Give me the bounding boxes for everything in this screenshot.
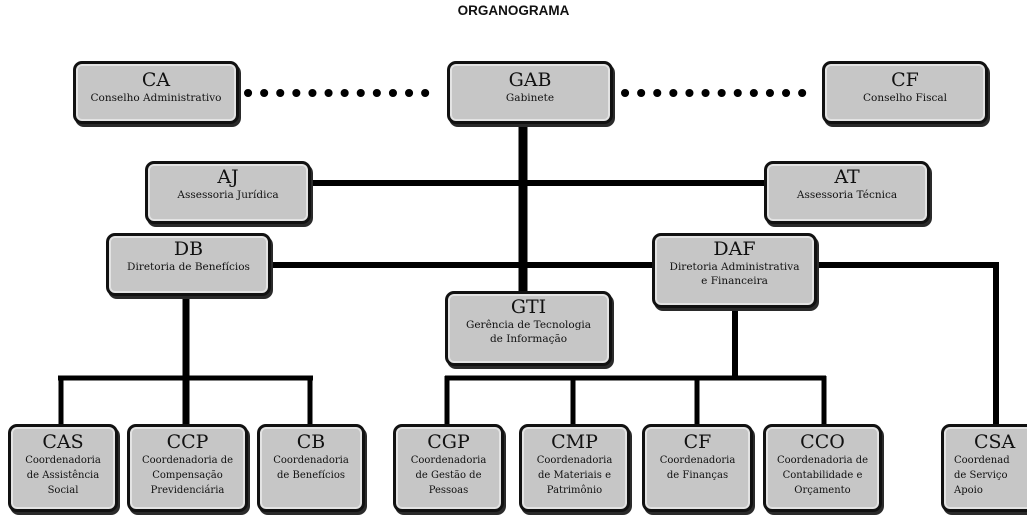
unit-label: Coordenadoria de Contabilidade e Orçamen… [776, 455, 869, 496]
unit-code: CMP [551, 431, 598, 453]
unit-label: Assessoria Técnica [796, 189, 898, 201]
unit-code: CCO [800, 431, 845, 453]
unit-label: Coordenadoria de Finanças [659, 455, 736, 481]
unit-label: Conselho Administrativo [90, 92, 222, 104]
unit-code: CF [891, 69, 919, 91]
unit-cco: CCO Coordenadoria de Contabilidade e Orç… [763, 424, 882, 512]
unit-code: GTI [510, 296, 547, 318]
unit-code: AT [834, 166, 860, 188]
unit-code: GAB [508, 69, 552, 91]
unit-label: Coordenadoria de Materiais e Patrimônio [536, 455, 613, 496]
unit-code: CCP [166, 431, 209, 453]
unit-code: CSA [974, 431, 1016, 453]
page-title: ORGANOGRAMA [457, 3, 570, 18]
unit-ccp: CCP Coordenadoria de Compensação Previde… [127, 424, 248, 512]
unit-cmp: CMP Coordenadoria de Materiais e Patrimô… [519, 424, 630, 512]
unit-label: Conselho Fiscal [862, 92, 948, 104]
unit-label: Coordenadoria de Compensação Previdenciá… [141, 455, 234, 496]
unit-daf: DAF Diretoria Administrativa e Financeir… [652, 233, 817, 308]
unit-at: AT Assessoria Técnica [764, 161, 930, 224]
unit-cf-bottom: CF Coordenadoria de Finanças [642, 424, 753, 512]
unit-label: Gabinete [505, 92, 555, 104]
unit-label: Coordenad de Serviço Apoio [954, 455, 1010, 496]
unit-csa: CSA Coordenad de Serviço Apoio [941, 424, 1027, 512]
unit-code: CAS [42, 431, 84, 453]
unit-gti: GTI Gerência de Tecnologia de Informação [445, 291, 612, 366]
unit-aj: AJ Assessoria Jurídica [145, 161, 311, 224]
unit-label: Assessoria Jurídica [177, 189, 279, 201]
unit-label: Coordenadoria de Assistência Social [25, 455, 101, 496]
unit-cas: CAS Coordenadoria de Assistência Social [8, 424, 118, 512]
unit-code: CA [141, 69, 171, 91]
unit-ca: CA Conselho Administrativo [73, 61, 239, 124]
unit-code: DAF [713, 238, 756, 260]
unit-code: CGP [427, 431, 470, 453]
unit-code: AJ [217, 166, 239, 188]
unit-label: Coordenadoria de Benefícios [273, 455, 349, 481]
unit-label: Diretoria Administrativa e Financeira [669, 261, 800, 287]
unit-gab: GAB Gabinete [447, 61, 613, 124]
unit-code: CF [683, 431, 712, 453]
unit-label: Gerência de Tecnologia de Informação [465, 319, 592, 345]
unit-label: Coordenadoria de Gestão de Pessoas [410, 455, 487, 496]
unit-code: DB [173, 238, 204, 260]
unit-cb: CB Coordenadoria de Benefícios [257, 424, 365, 512]
unit-cf-top: CF Conselho Fiscal [822, 61, 988, 124]
unit-code: CB [296, 431, 326, 453]
unit-label: Diretoria de Benefícios [127, 261, 250, 273]
unit-cgp: CGP Coordenadoria de Gestão de Pessoas [393, 424, 504, 512]
unit-db: DB Diretoria de Benefícios [106, 233, 271, 296]
